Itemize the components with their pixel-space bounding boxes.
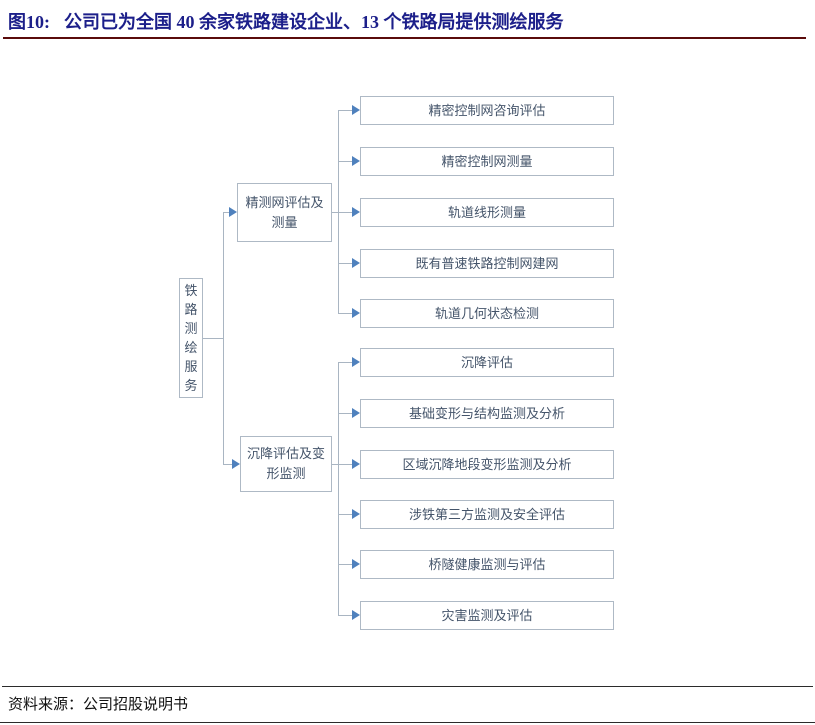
leaf-node: 基础变形与结构监测及分析 bbox=[360, 399, 614, 428]
leaf-node: 桥隧健康监测与评估 bbox=[360, 550, 614, 579]
connector-leaf-stub bbox=[338, 464, 352, 465]
arrowhead-leaf bbox=[352, 509, 360, 519]
arrowhead-leaf bbox=[352, 156, 360, 166]
connector-leaf-stub bbox=[338, 212, 352, 213]
leaf-node: 轨道线形测量 bbox=[360, 198, 614, 227]
arrowhead-leaf bbox=[352, 610, 360, 620]
arrowhead-leaf bbox=[352, 258, 360, 268]
root-node-railway-surveying: 铁路测绘服务 bbox=[179, 278, 203, 398]
leaf-node: 既有普速铁路控制网建网 bbox=[360, 249, 614, 278]
figure-title: 图10: 公司已为全国 40 余家铁路建设企业、13 个铁路局提供测绘服务 bbox=[8, 8, 564, 34]
connector-branch2-to-trunk bbox=[332, 464, 338, 465]
arrowhead-leaf bbox=[352, 559, 360, 569]
leaf-row: 精密控制网测量 bbox=[338, 147, 614, 176]
leaf-row: 精密控制网咨询评估 bbox=[338, 96, 614, 125]
arrowhead-leaf bbox=[352, 105, 360, 115]
connector-leaf-stub bbox=[338, 110, 352, 111]
connector-leaf-stub bbox=[338, 564, 352, 565]
leaf-row: 涉铁第三方监测及安全评估 bbox=[338, 500, 614, 529]
arrowhead-branch2 bbox=[232, 459, 240, 469]
connector-leaf-stub bbox=[338, 161, 352, 162]
leaf-row: 既有普速铁路控制网建网 bbox=[338, 249, 614, 278]
connector-branch2-stub bbox=[223, 464, 232, 465]
leaf-node: 沉降评估 bbox=[360, 348, 614, 377]
leaf-row: 轨道线形测量 bbox=[338, 198, 614, 227]
connector-branch1-to-trunk bbox=[332, 212, 338, 213]
leaf-row: 沉降评估 bbox=[338, 348, 614, 377]
connector-leaf-stub bbox=[338, 263, 352, 264]
leaf-node: 区域沉降地段变形监测及分析 bbox=[360, 450, 614, 479]
page-bottom-rule bbox=[0, 722, 815, 723]
branch1-node: 精测网评估及测量 bbox=[237, 183, 332, 242]
leaf-node: 涉铁第三方监测及安全评估 bbox=[360, 500, 614, 529]
figure-number: 图10: bbox=[8, 12, 50, 32]
title-divider bbox=[3, 37, 806, 39]
branch-precision-network: 精测网评估及测量 bbox=[223, 183, 343, 242]
leaf-row: 桥隧健康监测与评估 bbox=[338, 550, 614, 579]
leaf-node: 精密控制网咨询评估 bbox=[360, 96, 614, 125]
footer-divider bbox=[2, 686, 813, 687]
arrowhead-branch1 bbox=[229, 207, 237, 217]
leaf-row: 灾害监测及评估 bbox=[338, 601, 614, 630]
root-node-label: 铁路测绘服务 bbox=[184, 283, 198, 393]
leaf-node: 灾害监测及评估 bbox=[360, 601, 614, 630]
leaf-node: 轨道几何状态检测 bbox=[360, 299, 614, 328]
arrowhead-leaf bbox=[352, 357, 360, 367]
connector-leaf-stub bbox=[338, 313, 352, 314]
arrowhead-leaf bbox=[352, 459, 360, 469]
branch-settlement-monitoring: 沉降评估及变形监测 bbox=[223, 436, 343, 492]
connector-leaf-stub bbox=[338, 362, 352, 363]
source-note: 资料来源：公司招股说明书 bbox=[8, 697, 189, 713]
leaf-node: 精密控制网测量 bbox=[360, 147, 614, 176]
connector-leaf-stub bbox=[338, 615, 352, 616]
connector-branch1-stub bbox=[223, 212, 229, 213]
branch2-node: 沉降评估及变形监测 bbox=[240, 436, 332, 492]
leaf-row: 轨道几何状态检测 bbox=[338, 299, 614, 328]
connector-leaf-stub bbox=[338, 413, 352, 414]
connector-root-horizontal bbox=[203, 338, 223, 339]
connector-root-trunk bbox=[223, 212, 224, 464]
leaf-row: 基础变形与结构监测及分析 bbox=[338, 399, 614, 428]
leaf-row: 区域沉降地段变形监测及分析 bbox=[338, 450, 614, 479]
connector-leaf-stub bbox=[338, 514, 352, 515]
arrowhead-leaf bbox=[352, 408, 360, 418]
arrowhead-leaf bbox=[352, 207, 360, 217]
connector-branch2-trunk bbox=[338, 362, 339, 616]
arrowhead-leaf bbox=[352, 308, 360, 318]
figure-title-text: 公司已为全国 40 余家铁路建设企业、13 个铁路局提供测绘服务 bbox=[64, 12, 564, 32]
